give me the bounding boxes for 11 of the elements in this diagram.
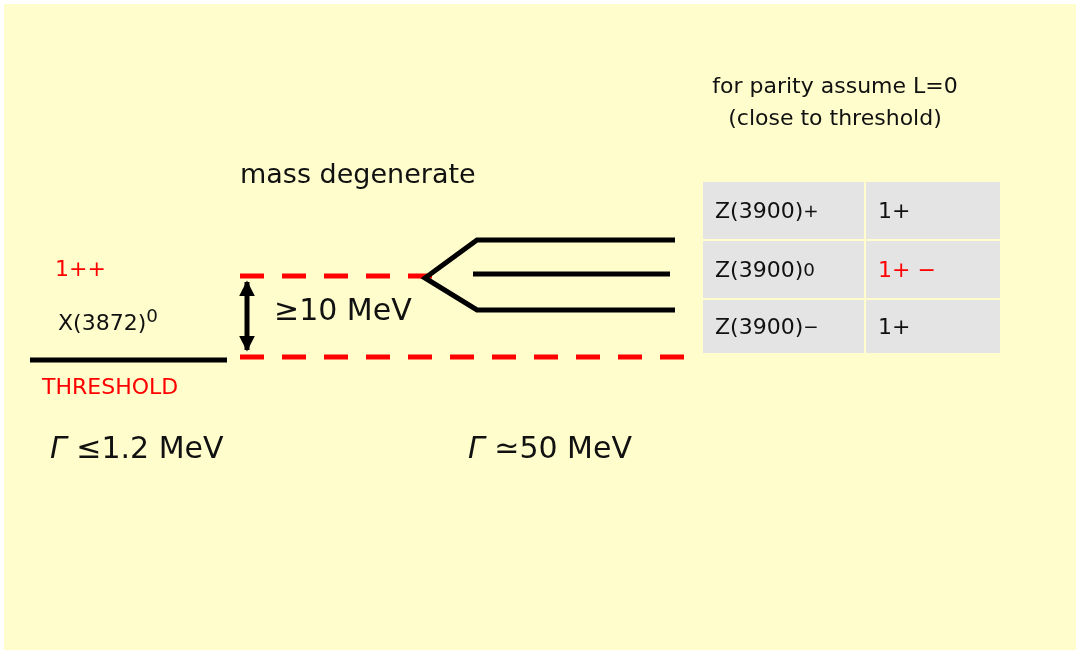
decay-width: Γ ≤1.2 MeV bbox=[50, 430, 224, 465]
table-cell: 1+ bbox=[866, 300, 1000, 353]
heading-text: mass degenerate bbox=[240, 158, 476, 189]
threshold-label: THRESHOLD bbox=[42, 374, 179, 399]
table-cell: 1+ bbox=[866, 182, 1000, 239]
table-cell: 1+ − bbox=[866, 241, 1000, 298]
decay-width: Γ ≃50 MeV bbox=[468, 430, 632, 465]
mass-gap-label: ≥10 MeV bbox=[274, 292, 412, 327]
note-text: for parity assume L=0 (close to threshold) bbox=[711, 72, 959, 132]
particle-name: X(3872)$^{0}$ bbox=[58, 305, 158, 336]
quantum-number: 1++ bbox=[55, 256, 106, 281]
